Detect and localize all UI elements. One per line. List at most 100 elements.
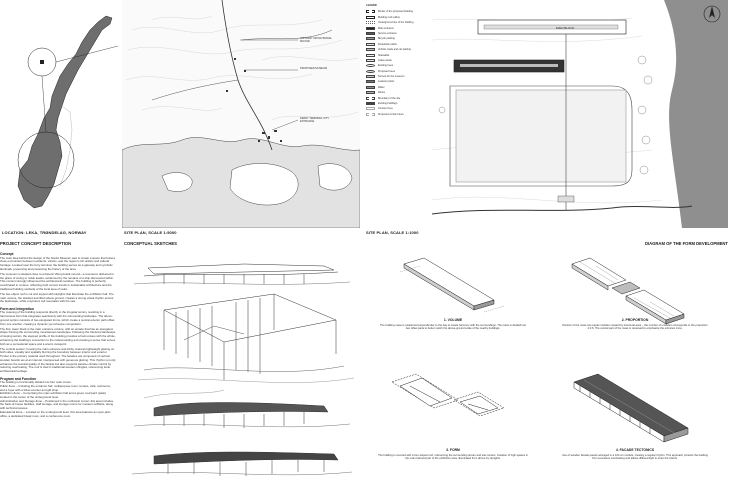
concept-paragraph: The vertical section, housing the main e… bbox=[0, 346, 116, 373]
legend-label: Terrace for the museum bbox=[378, 75, 405, 79]
location-marker bbox=[40, 60, 44, 64]
legend-swatch bbox=[366, 37, 375, 41]
legend-label: Vehicle roads and car parking bbox=[378, 48, 411, 52]
diagram-form bbox=[391, 373, 505, 417]
label-proposed-museum: PROPOSED MUSEUM bbox=[300, 67, 327, 70]
concept-paragraph: The massing of the building responds dir… bbox=[0, 310, 115, 326]
legend-label: Contour lines bbox=[378, 107, 393, 111]
trees bbox=[438, 55, 653, 175]
legend-swatch bbox=[366, 21, 375, 25]
legend-item: Existing trees bbox=[366, 63, 428, 68]
legend-item: Grass areas bbox=[366, 58, 428, 63]
legend-label: Existing trees bbox=[378, 64, 394, 68]
legend-swatch bbox=[366, 48, 375, 52]
legend-label: Proposed trees bbox=[378, 69, 395, 73]
legend-swatch bbox=[366, 58, 375, 62]
legend-swatch bbox=[366, 91, 375, 95]
location-panel: LOCATION: LEKA, TRØNDELAG, NORWAY bbox=[0, 0, 118, 236]
island-small bbox=[161, 172, 193, 192]
legend-swatch bbox=[366, 42, 375, 46]
sketch-2 bbox=[137, 293, 355, 383]
legend-swatch bbox=[366, 31, 375, 35]
norway-map-shape bbox=[17, 15, 113, 209]
site-plan-1000-map: MAIN BLOCK bbox=[432, 0, 728, 228]
lower-block-skylight bbox=[460, 64, 558, 67]
legend-label: Rocks bbox=[378, 91, 385, 95]
concept-paragraph: The building is functionally divided int… bbox=[0, 380, 114, 418]
water-body bbox=[664, 0, 728, 228]
legend-item: Border of the proposed building bbox=[366, 9, 428, 14]
site-plan-5000-map bbox=[122, 0, 360, 228]
legend-swatch bbox=[366, 102, 375, 106]
sketches-title: CONCEPTUAL SKETCHES bbox=[124, 241, 177, 246]
legend-label: Underground line of the building bbox=[378, 21, 414, 25]
form-development-title: DIAGRAM OF THE FORM DEVELOPMENT bbox=[644, 241, 728, 246]
legend-item: Lookout points bbox=[366, 79, 428, 84]
site-plan-5000-caption: SITE PLAN, SCALE 1:5000 bbox=[124, 230, 177, 235]
step-3-text: The building is covered with a four-slop… bbox=[378, 454, 528, 461]
legend-swatch bbox=[366, 85, 375, 89]
site-plan-5000-panel: HISTORIC VIKING BURIAL MOUND PROPOSED MU… bbox=[122, 0, 360, 236]
site-plan-1000-caption: SITE PLAN, SCALE 1:1000 bbox=[366, 230, 419, 235]
legend-item: Bicycle parking bbox=[366, 36, 428, 41]
form-development-panel: DIAGRAM OF THE FORM DEVELOPMENT bbox=[364, 240, 730, 480]
legend-item: Pedestrian paths bbox=[366, 42, 428, 47]
step-4-heading: 4. FACADE TECTONICS bbox=[615, 448, 655, 452]
diagram-proportion bbox=[571, 257, 685, 325]
legend-item: Service entrance bbox=[366, 31, 428, 36]
concept-subheading: Form and Integration bbox=[0, 306, 34, 311]
concept-subheading: Program and Function bbox=[0, 376, 37, 381]
concept-paragraph: The two-object roof is cut and topped wi… bbox=[0, 291, 114, 304]
legend-item: Terrace for the museum bbox=[366, 74, 428, 79]
legend-item: Boundary of the site bbox=[366, 95, 428, 100]
norway-location-map bbox=[17, 15, 118, 209]
north-arrow bbox=[703, 5, 721, 23]
legend-swatch bbox=[366, 80, 375, 84]
sketches-panel: CONCEPTUAL SKETCHES bbox=[124, 240, 360, 480]
legend-item: Proposed contour lines bbox=[366, 112, 428, 117]
main-block-label: MAIN BLOCK bbox=[556, 26, 575, 30]
concept-subheading: Concept bbox=[0, 252, 14, 256]
concept-paragraph: The main idea behind the design of the N… bbox=[0, 255, 116, 271]
label-burial-mound: HISTORIC VIKING BURIAL MOUND bbox=[300, 37, 332, 43]
legend-label: Pedestrian paths bbox=[378, 42, 397, 46]
legend-item: Existing buildings bbox=[366, 101, 428, 106]
island-large bbox=[229, 163, 299, 206]
sketch-4 bbox=[131, 451, 353, 476]
step-2-text: Division of the mass into equal modules … bbox=[562, 324, 708, 331]
legend-item: Building roof outline bbox=[366, 15, 428, 20]
legend-label: Bicycle parking bbox=[378, 37, 395, 41]
legend-swatch bbox=[366, 69, 375, 73]
legend-item: Rocks bbox=[366, 90, 428, 95]
parking-loop bbox=[449, 85, 633, 187]
legend-swatch bbox=[366, 15, 375, 19]
legend-swatch bbox=[366, 26, 375, 30]
step-3-heading: 3. FORM bbox=[446, 448, 460, 452]
step-1-text: The building mass is positioned perpendi… bbox=[379, 324, 527, 331]
form-development-diagrams bbox=[391, 257, 689, 443]
legend-label: Boundary of the site bbox=[378, 96, 401, 100]
legend-swatch bbox=[366, 96, 375, 100]
sketch-3 bbox=[133, 389, 351, 428]
legend-item: Vehicle roads and car parking bbox=[366, 47, 428, 52]
legend-item: Underground line of the building bbox=[366, 20, 428, 25]
main-block-skylight bbox=[483, 24, 619, 30]
step-4-text: Use of wooden facade panels arranged in … bbox=[562, 454, 708, 461]
secondary-road bbox=[151, 79, 239, 101]
step-1-heading: 1. VOLUME bbox=[443, 318, 463, 322]
legend-item: Main entrance bbox=[366, 25, 428, 30]
access-road bbox=[432, 205, 693, 215]
secondary-road-2 bbox=[241, 29, 333, 41]
location-caption: LOCATION: LEKA, TRØNDELAG, NORWAY bbox=[2, 230, 87, 235]
concept-title: PROJECT CONCEPT DESCRIPTION bbox=[0, 241, 72, 246]
legend-swatch bbox=[366, 53, 375, 57]
buildings-cluster bbox=[226, 58, 282, 142]
legend-label: Grass areas bbox=[378, 58, 392, 62]
island-right bbox=[317, 163, 353, 191]
bridge-entrance bbox=[557, 195, 575, 203]
concept-paragraph: The museum is situated close to a histor… bbox=[0, 271, 114, 291]
